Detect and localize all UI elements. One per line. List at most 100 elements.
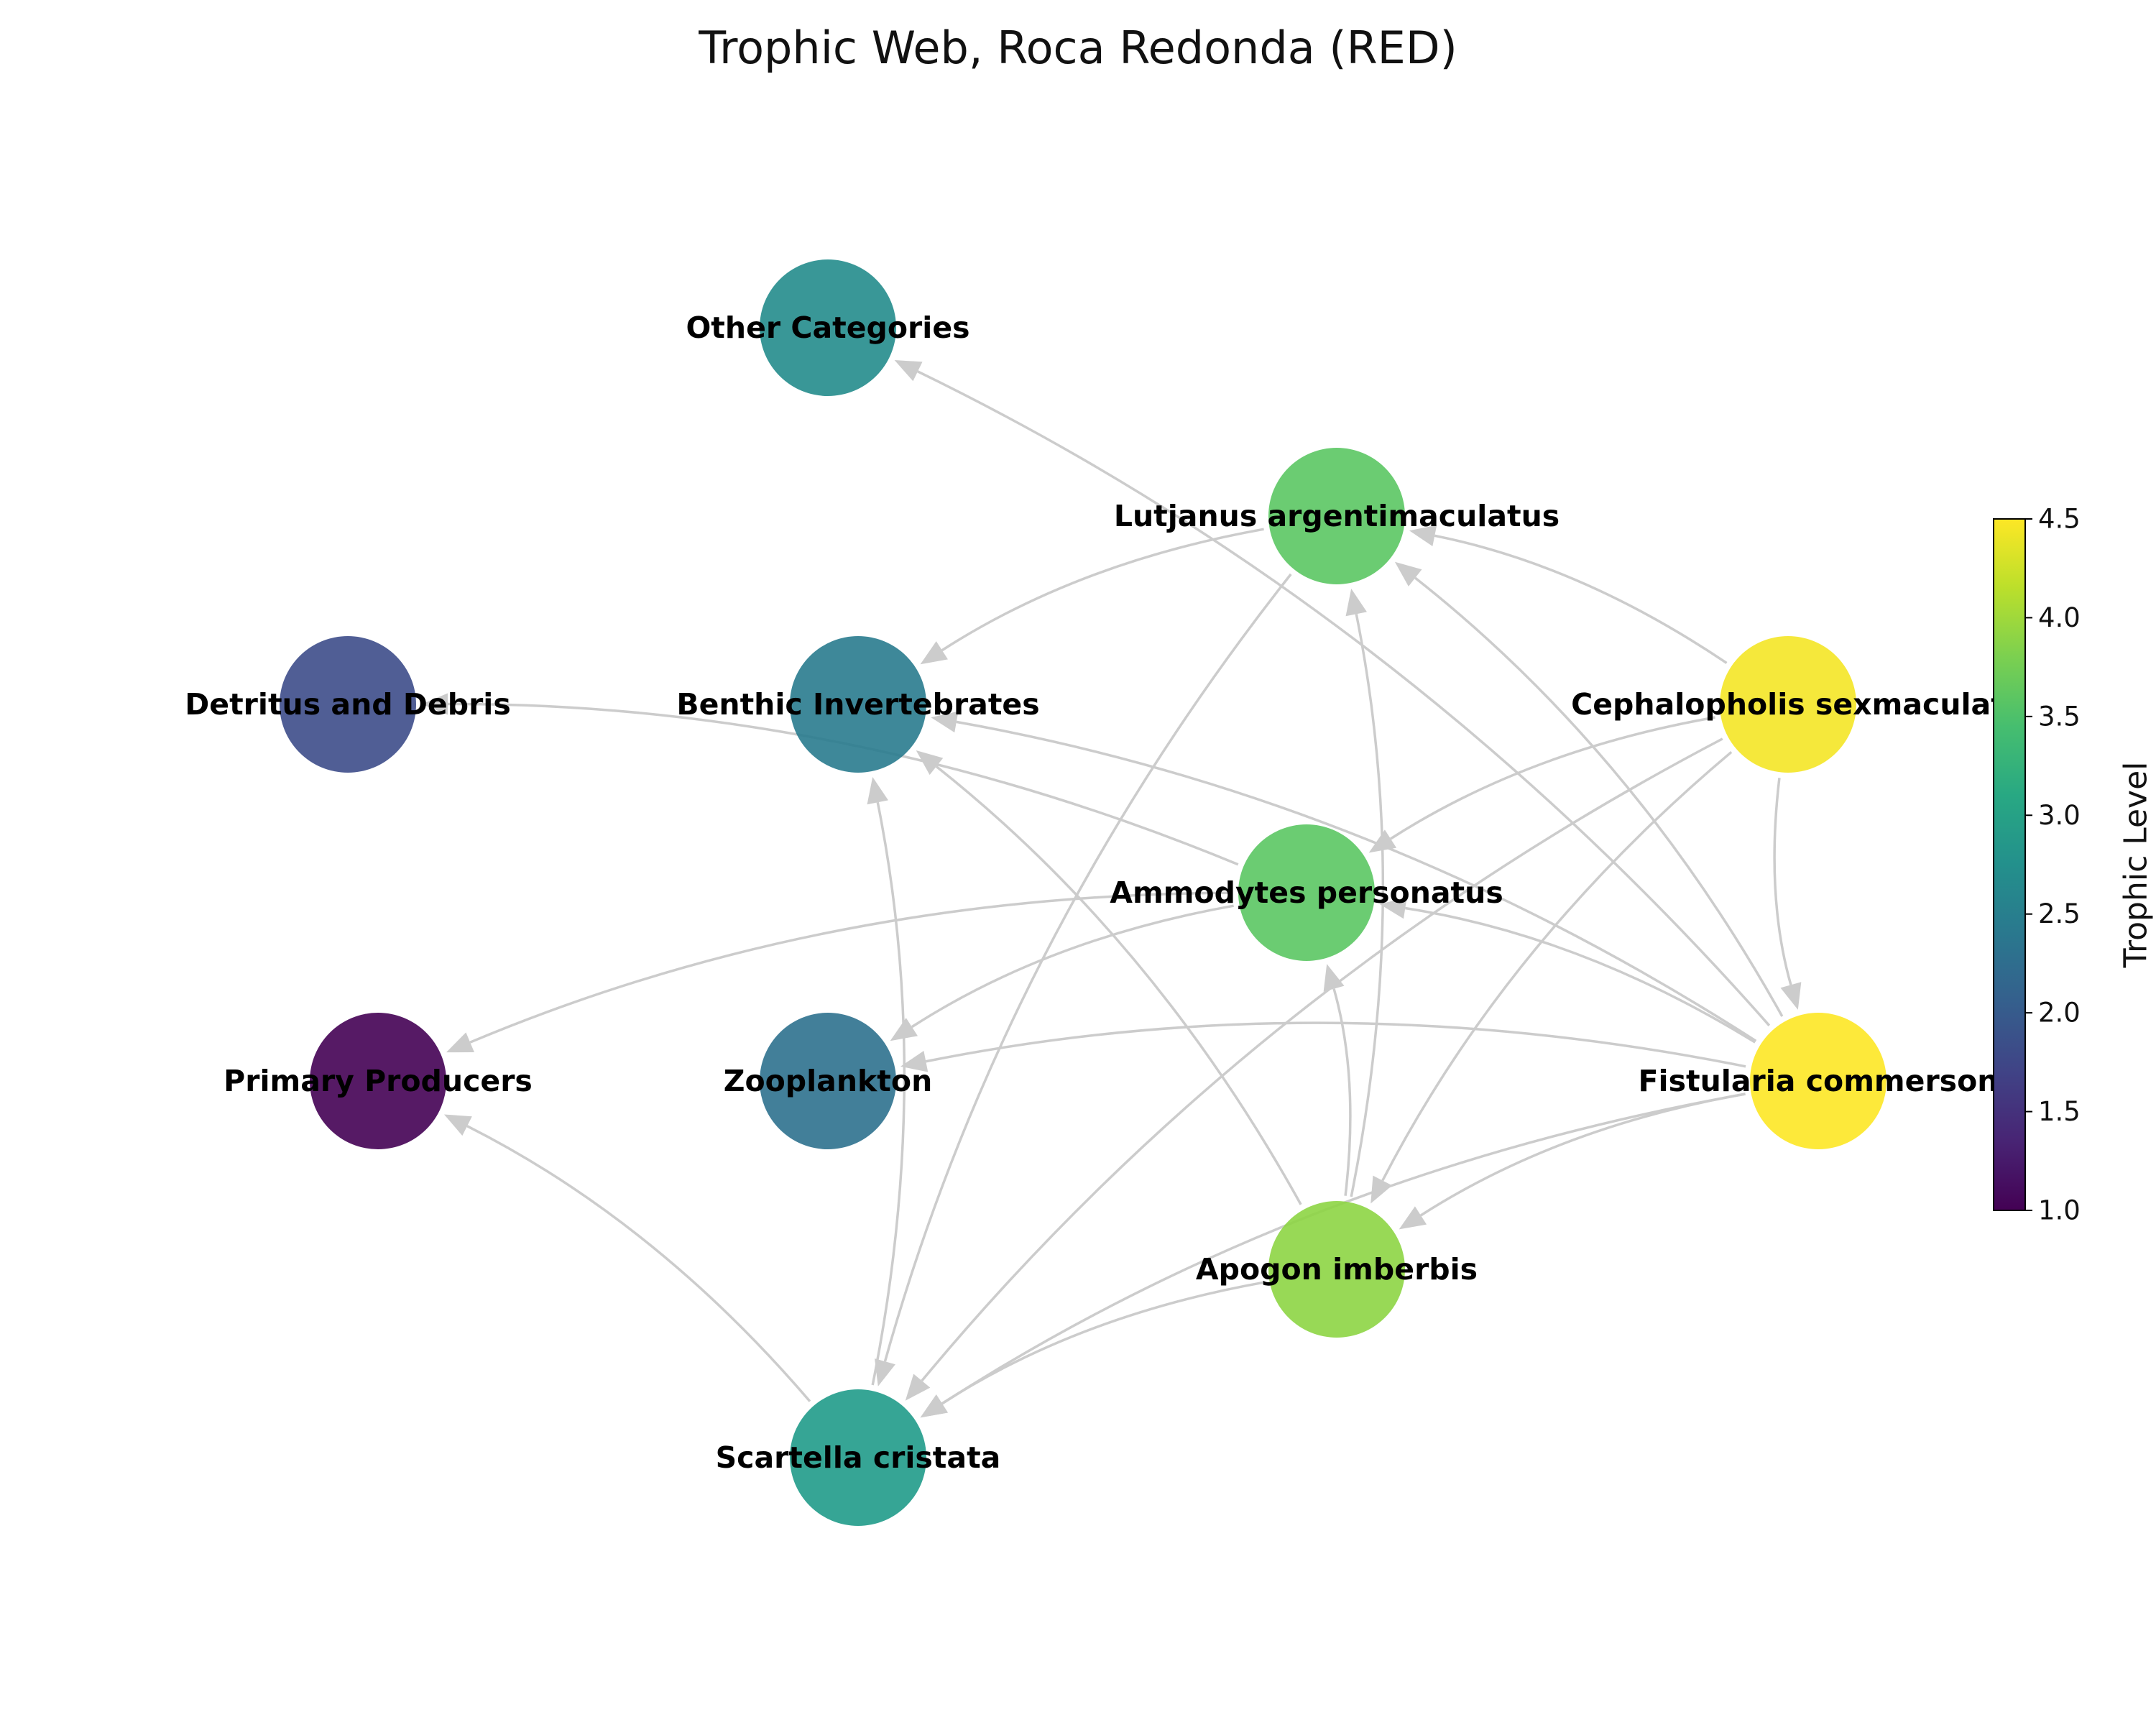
- node-detritus: Detritus and Debris: [185, 636, 511, 773]
- edge-scartella-to-primary: [443, 1114, 811, 1402]
- edge-arrowhead: [1399, 1206, 1427, 1230]
- edge-line: [883, 573, 1292, 1362]
- edge-arrowhead: [931, 711, 959, 733]
- edge-line: [1414, 576, 1784, 1017]
- edge-arrowhead: [1345, 588, 1367, 617]
- edge-arrowhead: [1394, 561, 1422, 586]
- edge-arrowhead: [900, 1051, 929, 1072]
- edge-line: [917, 370, 1771, 1026]
- node-circle: [310, 1013, 446, 1149]
- edge-arrowhead: [446, 1032, 474, 1053]
- node-label: Apogon imberbis: [1196, 1252, 1478, 1287]
- node-fistularia: Fistularia commerson: [1639, 1013, 1999, 1149]
- edge-arrowhead: [920, 1394, 948, 1418]
- colorbar-tick-label: 4.0: [2038, 602, 2081, 633]
- edge-arrowhead: [1409, 525, 1437, 547]
- colorbar-tick-label: 3.0: [2038, 800, 2081, 831]
- edge-line: [1405, 906, 1756, 1044]
- node-label: Primary Producers: [224, 1064, 533, 1098]
- colorbar-label: Trophic Level: [2118, 762, 2155, 969]
- node-primary: Primary Producers: [224, 1013, 533, 1149]
- node-label: Scartella cristata: [716, 1440, 1001, 1475]
- node-cephalopholis: Cephalopholis sexmaculat: [1571, 636, 2005, 773]
- edge-line: [466, 1125, 811, 1402]
- edge-apogon-to-lutjanus: [1345, 588, 1385, 1197]
- edge-line: [956, 720, 1757, 1042]
- node-lutjanus: Lutjanus argentimaculatus: [1114, 448, 1560, 584]
- node-circle: [760, 259, 896, 396]
- node-label: Other Categories: [686, 310, 969, 345]
- colorbar-tick-label: 1.0: [2038, 1195, 2081, 1226]
- node-circle: [790, 1389, 926, 1526]
- edge-line: [925, 1021, 1746, 1068]
- node-label: Zooplankton: [724, 1064, 933, 1098]
- node-label: Fistularia commerson: [1639, 1064, 1999, 1098]
- node-other: Other Categories: [686, 259, 970, 396]
- node-benthic: Benthic Invertebrates: [676, 636, 1040, 773]
- edge-cephalopholis-to-fistularia: [1773, 778, 1802, 1010]
- edge-line: [1420, 1092, 1746, 1217]
- edge-arrowhead: [443, 1114, 472, 1136]
- edge-fistularia-to-other: [894, 360, 1771, 1026]
- edge-fistularia-to-zooplankton: [900, 1021, 1746, 1072]
- edge-line: [1390, 716, 1715, 840]
- edge-line: [941, 1281, 1264, 1405]
- edge-arrowhead: [916, 750, 944, 776]
- edge-apogon-to-benthic: [916, 750, 1302, 1205]
- node-circle: [1268, 1201, 1405, 1338]
- edge-line: [469, 891, 1233, 1044]
- edge-arrowhead: [894, 360, 923, 382]
- edge-lutjanus-to-benthic: [920, 528, 1264, 665]
- edge-arrowhead: [905, 1374, 931, 1401]
- edge-line: [911, 904, 1234, 1029]
- edge-line: [1350, 613, 1385, 1197]
- edge-apogon-to-scartella: [920, 1281, 1264, 1418]
- node-ammodytes: Ammodytes personatus: [1110, 824, 1503, 961]
- edge-fistularia-to-lutjanus: [1394, 561, 1784, 1017]
- edge-arrowhead: [920, 641, 948, 665]
- colorbar-gradient: [1993, 518, 2026, 1211]
- edge-ammodytes-to-primary: [446, 891, 1233, 1053]
- node-zooplankton: Zooplankton: [724, 1013, 933, 1149]
- node-circle: [280, 636, 416, 773]
- node-circle: [1750, 1013, 1886, 1149]
- node-label: Ammodytes personatus: [1110, 875, 1503, 910]
- edge-line: [935, 765, 1302, 1205]
- edge-arrowhead: [421, 693, 448, 715]
- edge-lutjanus-to-scartella: [875, 573, 1292, 1386]
- node-label: Cephalopholis sexmaculat: [1571, 687, 2005, 722]
- node-circle: [1238, 824, 1375, 961]
- edge-apogon-to-ammodytes: [1323, 964, 1352, 1196]
- edge-arrowhead: [1379, 897, 1407, 919]
- edge-fistularia-to-apogon: [1399, 1092, 1746, 1230]
- edge-line: [1332, 988, 1352, 1196]
- node-scartella: Scartella cristata: [716, 1389, 1001, 1526]
- colorbar-tick-label: 2.0: [2038, 998, 2081, 1029]
- edge-arrowhead: [867, 776, 888, 805]
- node-label: Benthic Invertebrates: [676, 687, 1039, 722]
- edge-fistularia-to-ammodytes: [1379, 897, 1756, 1044]
- edge-line: [1773, 778, 1792, 985]
- colorbar-tick-label: 2.5: [2038, 898, 2081, 929]
- node-apogon: Apogon imberbis: [1196, 1201, 1478, 1338]
- edge-line: [1381, 750, 1733, 1182]
- chart-title: Trophic Web, Roca Redonda (RED): [699, 22, 1457, 74]
- edge-line: [941, 528, 1264, 652]
- node-label: Lutjanus argentimaculatus: [1114, 499, 1560, 533]
- edge-arrowhead: [1323, 964, 1345, 992]
- colorbar-tick-label: 4.5: [2038, 504, 2081, 535]
- node-circle: [1720, 636, 1856, 773]
- edge-fistularia-to-benthic: [931, 711, 1757, 1042]
- edge-arrowhead: [875, 1358, 895, 1386]
- edge-line: [871, 801, 906, 1386]
- colorbar-tick-label: 3.5: [2038, 701, 2081, 732]
- edge-scartella-to-benthic: [867, 776, 906, 1386]
- node-circle: [760, 1013, 896, 1149]
- edges-layer: [421, 360, 1802, 1418]
- colorbar-tick-label: 1.5: [2038, 1096, 2081, 1127]
- node-label: Detritus and Debris: [185, 687, 511, 722]
